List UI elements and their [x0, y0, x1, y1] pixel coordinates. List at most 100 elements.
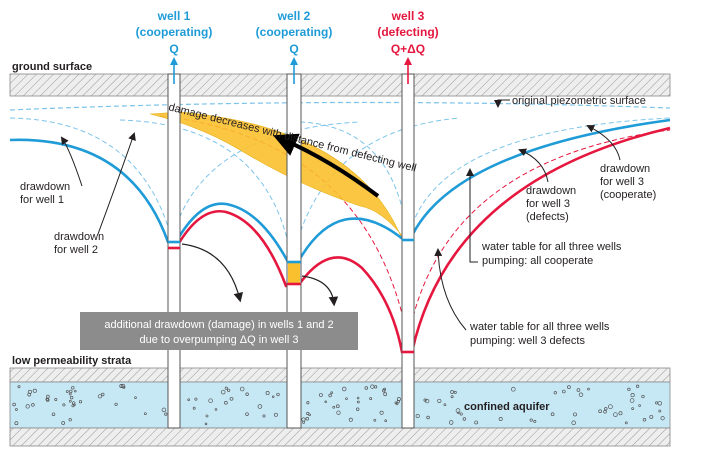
confined-aquifer-label: confined aquifer [464, 401, 550, 413]
drawdown-well1-line2: for well 1 [20, 194, 64, 206]
aquifer-pebble [208, 398, 213, 403]
aquifer-pebble [364, 386, 369, 390]
water-table-defects [168, 126, 671, 354]
aquifer-pebble [348, 417, 353, 422]
aquifer-pebble [345, 397, 348, 400]
damage-direction-arrow [272, 133, 380, 198]
damage-box [80, 312, 358, 350]
aquifer-pebble [450, 390, 454, 394]
damage-pointer-well2 [301, 275, 339, 307]
aquifer-pebble [369, 397, 373, 401]
aquifer-pebble [192, 406, 196, 410]
aquifer-pebble [379, 410, 384, 415]
aquifer-pebble [373, 418, 377, 422]
aquifer-pebble [437, 398, 442, 403]
water-table-coop-line2: pumping: all cooperate [482, 255, 593, 267]
original-surface-label: original piezometric surface [512, 95, 646, 107]
aquifer-pebble [71, 386, 75, 390]
aquifer-pebble [459, 412, 463, 416]
aquifer-pebble [332, 405, 336, 409]
aquifer-pebble [624, 421, 628, 425]
well1-role: (cooperating) [136, 25, 213, 39]
aquifer-pebble [15, 408, 18, 411]
dashed-drawdown-well3-defect [159, 115, 671, 341]
aquifer-pebble [603, 410, 607, 414]
aquifer-pebble [630, 393, 635, 398]
aquifer-pebble [257, 404, 263, 409]
aquifer-pebble [69, 389, 73, 394]
aquifer-pebble [97, 394, 102, 399]
water-table-coop-line1: water table for all three wells [481, 241, 622, 253]
dashed-drawdown-well1 [9, 117, 361, 241]
aquifer-pebble [214, 408, 218, 411]
aquifer-pebble [657, 401, 663, 406]
aquifer-pebble [529, 418, 533, 422]
aquifer-pebble [498, 417, 503, 421]
aquifer-pebble [608, 404, 613, 410]
aquifer-pebble [587, 387, 590, 391]
drawdown-well2-line1: drawdown [54, 231, 104, 243]
well-2-pipe [286, 73, 302, 429]
aquifer-pebble [330, 391, 334, 395]
ground-surface-band [9, 73, 671, 97]
aquifer-pebble [120, 383, 126, 389]
aquifer-pebble [426, 415, 430, 420]
aquifer-pebble [62, 403, 66, 407]
aquifer-pebble [550, 412, 555, 417]
damage-box-line2: due to overpumping ΔQ in well 3 [140, 334, 299, 346]
well1-name: well 1 [157, 9, 191, 23]
damage-box-line1: additional drawdown (damage) in wells 1 … [104, 319, 333, 331]
water-table-defect-pointer [434, 248, 467, 331]
aquifer-pebble [455, 408, 461, 413]
aquifer-pebble [383, 392, 388, 397]
aquifer-pebble [164, 412, 168, 416]
drawdown-well3-defects-pointer [518, 148, 549, 183]
aquifer-pebble [74, 389, 77, 393]
aquifer-pebble [224, 386, 228, 390]
aquifer-pebble [276, 392, 280, 397]
aquifer-pebble [45, 397, 49, 402]
drawdown-well3-defects-line2: for well 3 [526, 198, 570, 210]
aquifer-pebble [31, 403, 35, 407]
well1-flow: Q [169, 42, 178, 56]
well2-role: (cooperating) [256, 25, 333, 39]
aquifer-pebble [649, 414, 654, 419]
aquifer-pebble [598, 409, 602, 414]
well-1-pipe [167, 73, 181, 429]
aquifer-pebble [474, 420, 479, 425]
drawdown-well3-defects-line3: (defects) [526, 211, 569, 223]
aquifer-pebble [578, 392, 584, 397]
aquifer-pebble [68, 418, 72, 422]
aquifer-pebble [51, 412, 56, 416]
aquifer-pebble [12, 402, 16, 407]
drawdown-well2-pointer [97, 132, 136, 235]
well2-flow: Q [289, 42, 298, 56]
aquifer-pebble [635, 384, 640, 388]
aquifer-pebble [301, 417, 306, 422]
aquifer-pebble [573, 412, 577, 417]
aquifer-pebble [510, 386, 516, 392]
aquifer-pebble [54, 398, 58, 402]
aquifer-pebble [262, 414, 266, 418]
aquifer-pebble [204, 422, 208, 426]
aquifer-pebble [356, 396, 360, 400]
confined-aquifer [9, 381, 671, 429]
aquifer-pebble [305, 417, 310, 421]
aquifer-pebble [134, 396, 137, 399]
aquifer-pebble [631, 407, 635, 411]
water-table-coop-pointer [466, 168, 478, 263]
aquifer-pebble [356, 400, 360, 404]
drawdown-well3-coop-line2: for well 3 [600, 176, 644, 188]
aquifer-pebble [443, 403, 447, 407]
aquifer-pebble [658, 409, 662, 413]
aquifer-pebble [336, 410, 341, 415]
water-table-cooperate [9, 118, 671, 264]
aquifer-pebble [273, 412, 278, 417]
aquifer-pebble [245, 392, 249, 396]
aquifer-pebble [306, 401, 310, 405]
aquifer-pebble [194, 397, 198, 401]
drawdown-well3-defects-line1: drawdown [526, 185, 576, 197]
aquifer-pebble [450, 395, 454, 399]
aquifer-pebble [395, 402, 399, 406]
aquifer-pebble [324, 400, 327, 404]
